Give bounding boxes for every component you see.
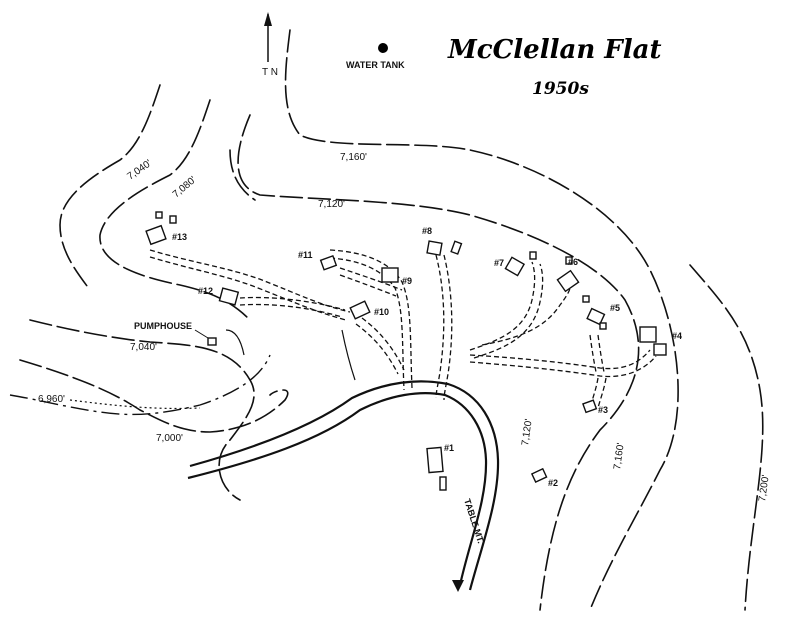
contour-label-7120-top: 7,120' [318,199,345,210]
building-3-label: #3 [598,405,608,415]
building-12-label: #12 [198,286,213,296]
building-10 [349,300,371,320]
contour-label-7160-right: 7,160' [612,442,627,470]
building-5-shed-b [599,322,607,330]
footpaths [69,329,356,410]
building-3 [582,399,598,414]
building-6-label: #6 [568,257,578,267]
building-4-annex [653,343,667,356]
building-1-label: #1 [444,443,454,453]
map-title: McClellan Flat [447,35,661,65]
building-7-shed [529,251,537,260]
driveways [149,249,657,409]
building-8 [426,240,443,256]
contour-inner-upper [229,149,256,201]
contour-7160-top [284,29,679,611]
contour-label-7040-mid: 7,040' [130,342,157,353]
water-tank-marker [378,43,388,53]
building-9 [381,267,399,283]
building-6-shed [565,256,573,265]
building-11-label: #11 [298,250,313,260]
building-2 [530,467,548,483]
contour-7200 [689,264,764,611]
contour-label-7080: 7,080' [171,175,199,201]
building-10-label: #10 [374,307,389,317]
building-4 [639,326,657,343]
buildings: #13 #12 #11 #10 #9 #8 #7 #6 #5 #4 [145,211,682,491]
contour-6960 [9,354,271,416]
building-13-label: #13 [172,232,187,242]
building-5-label: #5 [610,303,620,313]
contour-7120-top [237,114,640,611]
building-11 [319,255,338,271]
building-1 [426,446,444,474]
north-label: T N [262,67,278,78]
building-13-shed-b [169,215,177,224]
building-5 [586,307,606,326]
building-7-label: #7 [494,258,504,268]
building-4-label: #4 [672,331,682,341]
building-12 [218,287,240,306]
contour-lines [9,29,764,611]
road-label: TABLE MT. [462,498,486,545]
contour-7040-top [59,84,161,291]
building-1-shed [439,476,447,491]
building-13 [145,224,167,246]
building-8-label: #8 [422,226,432,236]
building-13-shed [155,211,163,219]
building-2-label: #2 [548,478,558,488]
contour-7000 [19,359,289,433]
contour-label-7120-right: 7,120' [520,418,535,446]
contour-label-7200: 7,200' [757,474,772,502]
table-mt-road [187,380,500,592]
contour-7080 [99,99,251,321]
building-9-label: #9 [402,276,412,286]
map-subtitle: 1950s [532,79,589,99]
pumphouse-building [207,337,217,346]
building-6 [556,269,580,293]
contour-label-6960: 6,960' [38,394,65,405]
building-5-shed [582,295,590,303]
pumphouse-label: PUMPHOUSE [134,321,192,331]
contour-label-7000: 7,000' [156,433,183,444]
water-tank-label: WATER TANK [346,60,405,70]
contour-label-7160-top: 7,160' [340,152,367,163]
building-7 [504,256,526,277]
building-8-shed [450,240,463,255]
north-arrow-icon [264,12,272,62]
contour-label-7040-top: 7,040' [125,158,153,183]
